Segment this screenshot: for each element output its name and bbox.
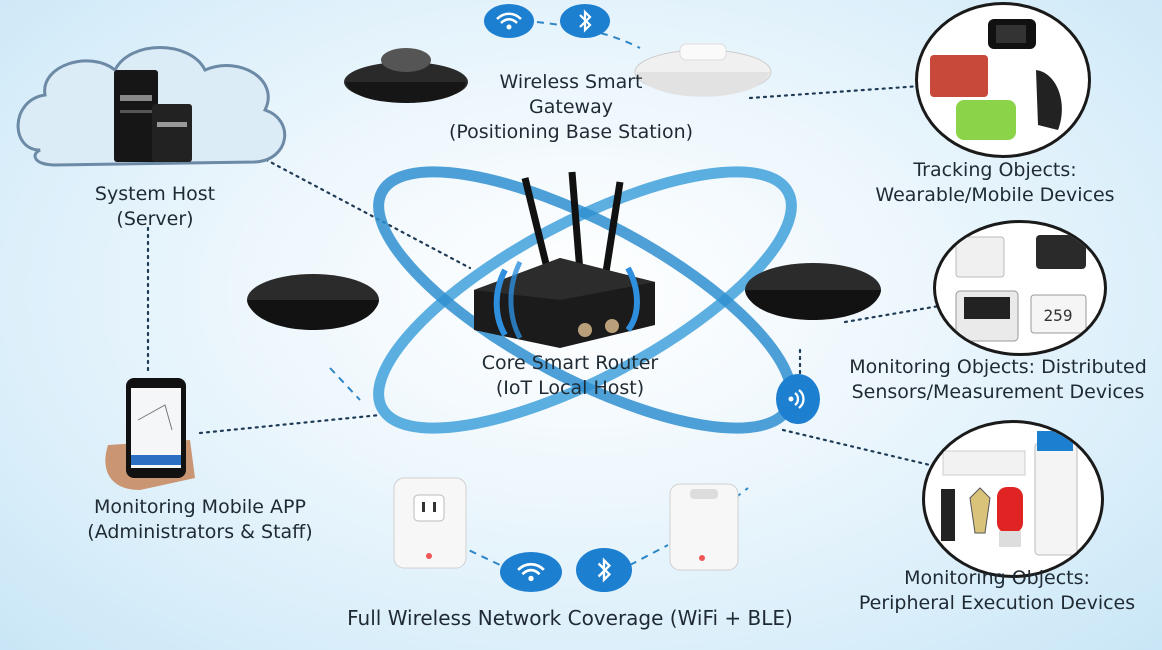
hub-device-left — [247, 274, 379, 330]
gateway-device-white — [634, 43, 772, 97]
orbit-ring-1 — [373, 166, 797, 434]
bluetooth-icon — [560, 4, 610, 38]
link-plug-right — [629, 544, 669, 566]
link-router-peripheral — [781, 428, 932, 467]
server-label: System Host (Server) — [94, 183, 216, 230]
nfc-icon — [776, 374, 820, 424]
link-gateway-tracking — [748, 83, 937, 100]
app-label: Monitoring Mobile APP (Administrators & … — [87, 496, 313, 543]
smart-plug-left — [393, 477, 467, 569]
link-sensor-sensors — [843, 303, 947, 324]
tracking-devices-circle — [915, 2, 1091, 158]
wifi-icon — [500, 552, 562, 592]
server-icon — [114, 70, 192, 162]
router-device — [474, 171, 655, 348]
sensor-display-value: 259 — [1044, 306, 1073, 325]
sensors-label: Monitoring Objects: Distributed Sensors/… — [849, 356, 1147, 403]
peripheral-devices-circle — [922, 420, 1104, 578]
wifi-icon — [484, 4, 534, 38]
gateway-device-dark — [344, 48, 468, 103]
link-app-router — [198, 413, 382, 435]
smart-plug-right — [669, 483, 739, 571]
gateway-label: Wireless Smart Gateway (Positioning Base… — [448, 71, 694, 143]
sensor-devices-circle: 259 — [933, 220, 1107, 356]
peripheral-label: Monitoring Objects: Peripheral Execution… — [858, 567, 1136, 614]
router-label: Core Smart Router (IoT Local Host) — [481, 352, 659, 399]
hub-device-right — [745, 263, 881, 320]
tracking-label: Tracking Objects: Wearable/Mobile Device… — [875, 159, 1115, 206]
phone-device — [105, 378, 195, 490]
bluetooth-icon — [576, 548, 632, 592]
coverage-label: Full Wireless Network Coverage (WiFi + B… — [347, 606, 793, 630]
